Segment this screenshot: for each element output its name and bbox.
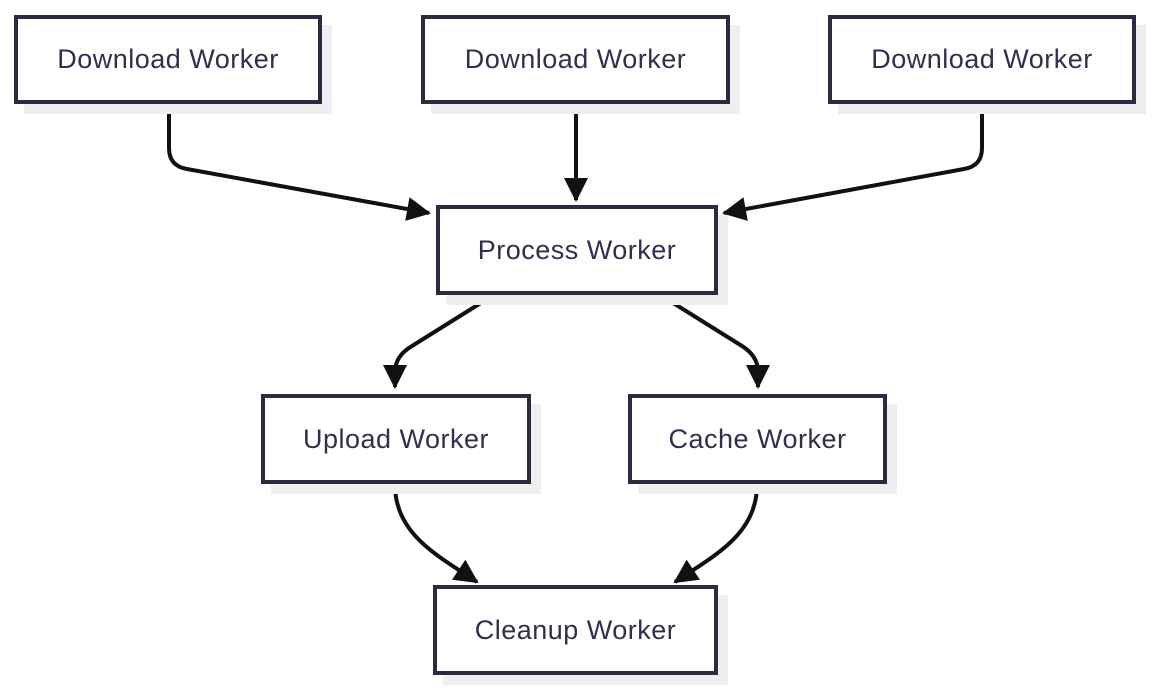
node-cleanup-worker: Cleanup Worker — [433, 585, 718, 675]
edge-download-worker-1-to-process-worker — [167, 106, 431, 221]
node-upload-worker: Upload Worker — [261, 394, 531, 484]
edge-process-worker-to-upload-worker — [383, 294, 494, 389]
node-download-worker-3: Download Worker — [828, 15, 1136, 104]
node-cache-worker: Cache Worker — [628, 394, 887, 484]
node-cleanup-worker-label: Cleanup Worker — [474, 614, 677, 645]
node-upload-worker-label: Upload Worker — [302, 423, 490, 454]
node-process-worker: Process Worker — [436, 205, 718, 295]
node-download-worker-2-label: Download Worker — [464, 44, 687, 74]
edge-upload-worker-to-cleanup-worker — [393, 484, 479, 584]
node-download-worker-1: Download Worker — [14, 15, 322, 104]
node-download-worker-3-label: Download Worker — [871, 44, 1093, 74]
node-download-worker-2: Download Worker — [421, 15, 730, 104]
node-process-worker-label: Process Worker — [477, 234, 677, 265]
edge-cache-worker-to-cleanup-worker — [673, 484, 759, 584]
edge-download-worker-3-to-process-worker — [722, 106, 984, 221]
node-download-worker-1-label: Download Worker — [57, 44, 279, 74]
node-cache-worker-label: Cache Worker — [668, 423, 847, 454]
edge-process-worker-to-cache-worker — [660, 294, 770, 389]
